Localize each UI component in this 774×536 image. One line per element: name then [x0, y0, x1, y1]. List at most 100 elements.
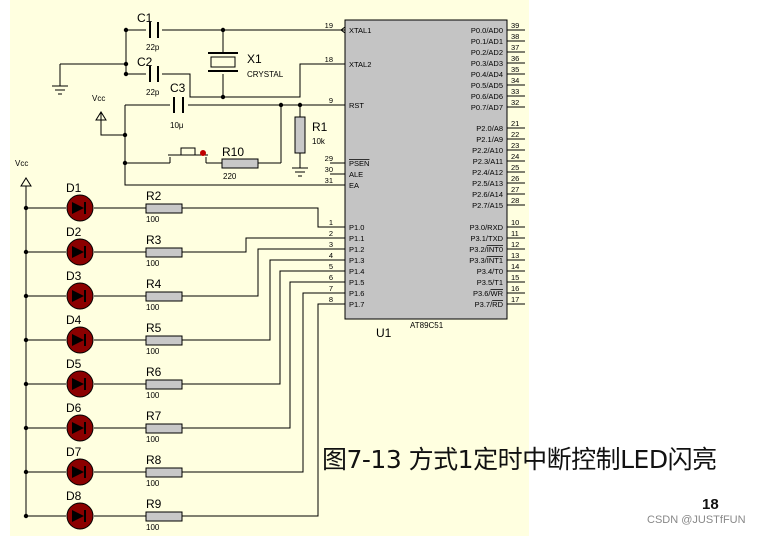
resistor-body	[145, 203, 183, 214]
resistor-body	[145, 247, 183, 258]
pin-number: 12	[511, 240, 519, 249]
led-ref: D1	[66, 181, 82, 195]
pin-name-function: AD3	[488, 59, 503, 68]
pin-name: P3.6/WR	[473, 289, 504, 298]
pin-number: 11	[511, 229, 519, 238]
pin-name-function: A14	[490, 190, 503, 199]
pin-name: P2.6/A14	[472, 190, 503, 199]
resistor-value: 100	[146, 215, 160, 224]
diode-triangle-icon	[72, 378, 84, 390]
pin-name: P2.4/A12	[472, 168, 503, 177]
pin-name: P3.7/RD	[475, 300, 504, 309]
c2-value: 22p	[146, 88, 160, 97]
r10-value: 220	[223, 172, 237, 181]
diode-triangle-icon	[72, 290, 84, 302]
reset-parts: Vcc C3 10μ R1 10k R10 220	[92, 81, 328, 181]
resistor-body	[145, 335, 183, 346]
led-ref: D6	[66, 401, 82, 415]
pin-number: 25	[511, 163, 519, 172]
mcu-pin-p1-6: 7P1.6	[329, 284, 365, 298]
mcu-pin-p1-4: 5P1.4	[329, 262, 365, 276]
c1-value: 22p	[146, 43, 160, 52]
pin-number: 15	[511, 273, 519, 282]
led-ref: D5	[66, 357, 82, 371]
mcu-body	[344, 19, 508, 320]
pin-name: P1.0	[349, 223, 364, 232]
diode-triangle-icon	[72, 422, 84, 434]
pin-name: P3.4/T0	[477, 267, 503, 276]
pin-name-function: A12	[490, 168, 503, 177]
pin-name-function: AD6	[488, 92, 503, 101]
pin-name: EA	[349, 181, 359, 190]
pin-number: 37	[511, 43, 519, 52]
pin-number: 21	[511, 119, 519, 128]
pin-name: P0.5/AD5	[471, 81, 503, 90]
ground-icon	[292, 167, 308, 177]
pin-number: 2	[329, 229, 333, 238]
pin-number: 34	[511, 76, 519, 85]
pin-name-function: T1	[494, 278, 503, 287]
mcu-right-pins: 39P0.0/AD038P0.1/AD137P0.2/AD236P0.3/AD3…	[469, 21, 525, 309]
pin-name-function: TXD	[488, 234, 504, 243]
pin-name: P1.3	[349, 256, 364, 265]
led-ref: D7	[66, 445, 82, 459]
mcu-part: AT89C51	[410, 321, 444, 330]
pin-number: 10	[511, 218, 519, 227]
pin-name-function: AD1	[488, 37, 503, 46]
pin-name: P2.2/A10	[472, 146, 503, 155]
vcc-top-label: Vcc	[92, 94, 105, 103]
pin-name: P0.0/AD0	[471, 26, 503, 35]
resistor-ref: R7	[146, 409, 162, 423]
r1-body	[294, 116, 306, 154]
wire	[182, 292, 345, 473]
pin-name: P2.7/A15	[472, 201, 503, 210]
diode-triangle-icon	[72, 334, 84, 346]
pin-number: 33	[511, 87, 519, 96]
mcu-pin-p1-7: 8P1.7	[329, 295, 365, 309]
wire	[182, 303, 345, 517]
pin-name: P2.0/A8	[476, 124, 503, 133]
pin-number: 27	[511, 185, 519, 194]
resistor-value: 100	[146, 347, 160, 356]
resistor-value: 100	[146, 435, 160, 444]
clock-arrow-icon	[340, 26, 346, 34]
pin-name-function: RXD	[487, 223, 503, 232]
resistor-ref: R4	[146, 277, 162, 291]
vcc-top-arrow-icon	[95, 111, 107, 121]
pin-name: P2.1/A9	[476, 135, 503, 144]
oscillator-wiring	[59, 29, 345, 186]
r1-value: 10k	[312, 137, 326, 146]
pin-number: 1	[329, 218, 333, 227]
pin-number: 38	[511, 32, 519, 41]
led-ref: D4	[66, 313, 82, 327]
pin-name-function: A10	[490, 146, 503, 155]
crystal-body	[210, 56, 236, 68]
mcu-pin-p1-5: 6P1.5	[329, 273, 365, 287]
mcu-pin-p1-1: 2P1.1	[329, 229, 365, 243]
pin-number: 4	[329, 251, 333, 260]
pin-name: P0.4/AD4	[471, 70, 503, 79]
r10-ref: R10	[222, 145, 244, 159]
led-array: Vcc D1R2100D2R3100D3R4100D4R5100D5R6100D…	[15, 159, 345, 532]
resistor-ref: R6	[146, 365, 162, 379]
wire	[182, 207, 345, 228]
watermark: CSDN @JUSTfFUN	[647, 514, 746, 526]
